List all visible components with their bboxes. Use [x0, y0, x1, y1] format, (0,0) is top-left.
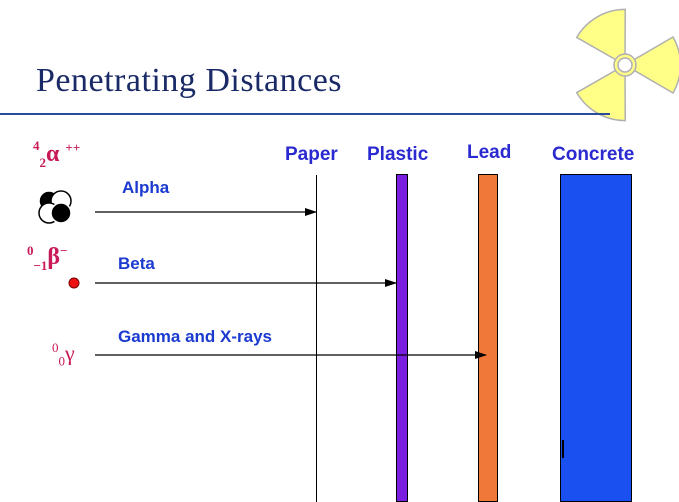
ray-label-beta: Beta [118, 254, 155, 273]
concrete-mark [562, 440, 564, 458]
barrier-label-paper: Paper [285, 144, 338, 165]
ray-label-gamma: Gamma and X-rays [118, 327, 273, 346]
beta-symbol: 0−1β− [27, 243, 68, 273]
barrier-label-plastic: Plastic [367, 144, 429, 165]
page-title: Penetrating Distances [36, 62, 343, 99]
concrete-barrier [560, 174, 632, 502]
barrier-label-concrete: Concrete [552, 144, 635, 165]
beta-particle-icon [68, 277, 80, 289]
alpha-symbol: 42α++ [33, 138, 81, 170]
ray-label-alpha: Alpha [122, 178, 170, 197]
radiation-icon [575, 8, 679, 122]
paper-barrier [316, 175, 317, 502]
title-divider [0, 113, 610, 115]
barrier-label-lead: Lead [467, 142, 512, 163]
gamma-symbol: 00γ [52, 340, 75, 369]
alpha-particle-icon [38, 190, 72, 224]
